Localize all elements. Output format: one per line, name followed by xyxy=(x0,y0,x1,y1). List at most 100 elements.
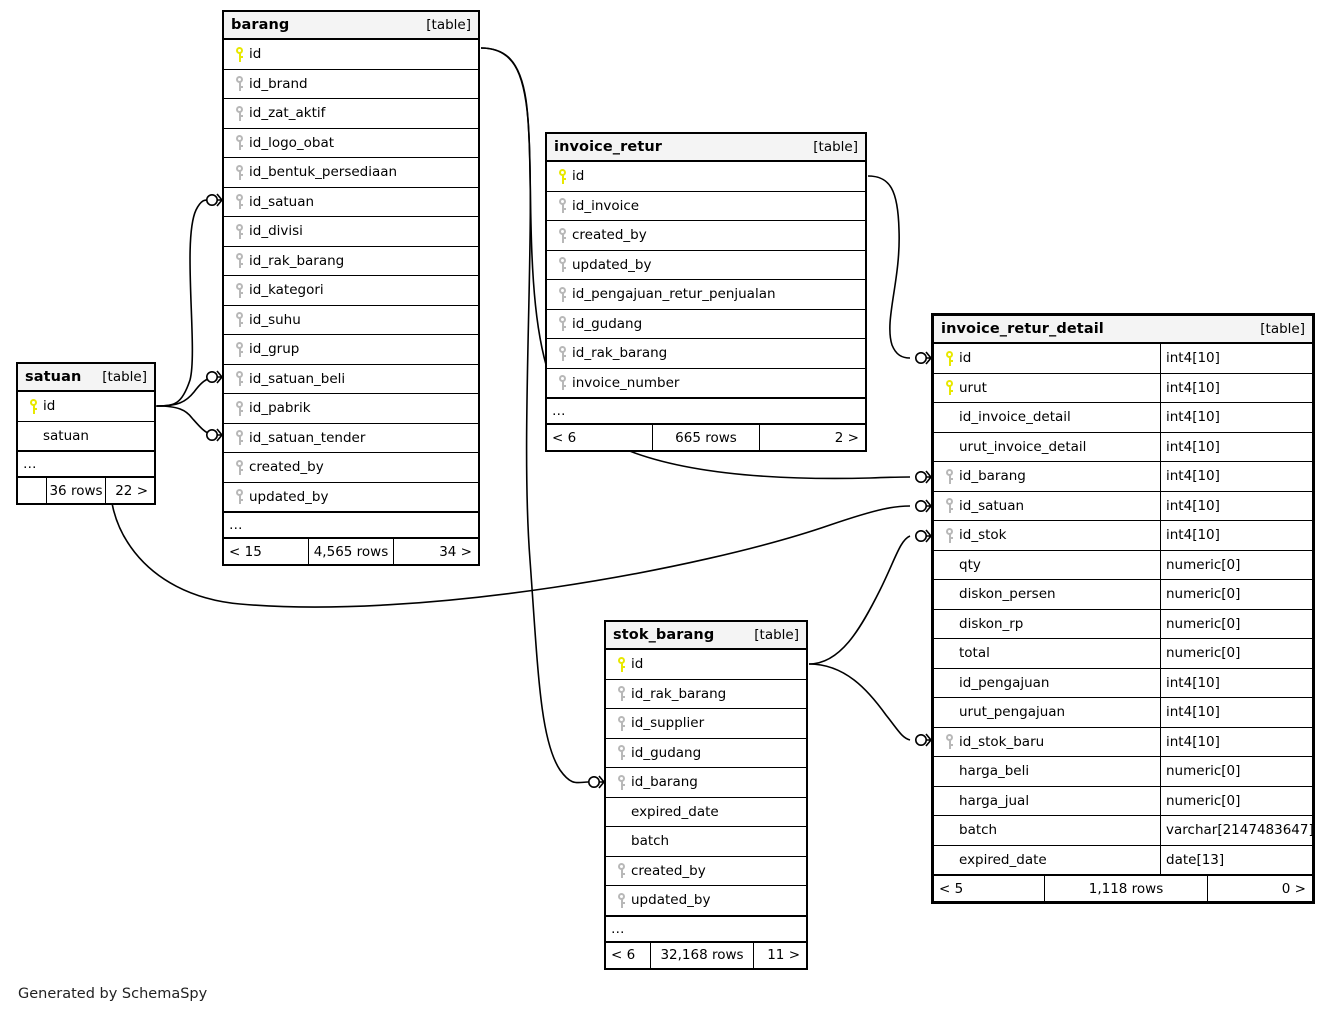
column-row[interactable]: batch xyxy=(606,827,806,857)
next-tables-count[interactable]: 0 > xyxy=(1281,880,1306,897)
column-row[interactable]: created_by xyxy=(606,857,806,886)
column-type-cell: date[13] xyxy=(1160,845,1312,874)
foreign-key-icon xyxy=(612,715,631,731)
column-row[interactable]: expired_date xyxy=(606,798,806,827)
crowfoot-ird-id xyxy=(914,351,932,365)
foreign-key-icon xyxy=(940,734,959,750)
column-label: urut xyxy=(959,379,987,396)
column-row[interactable]: id_satuan_tender xyxy=(224,424,478,453)
foreign-key-icon xyxy=(230,223,249,239)
next-tables-count[interactable]: 11 > xyxy=(767,947,800,963)
column-row[interactable]: urut_invoice_detail int4[10] xyxy=(934,432,1312,462)
column-row[interactable]: id_grup xyxy=(224,335,478,365)
column-row[interactable]: satuan xyxy=(18,422,154,451)
column-row[interactable]: id xyxy=(224,40,478,70)
link-invoicereturn-ird-id xyxy=(867,175,911,359)
column-row[interactable]: id_barang xyxy=(606,768,806,798)
column-label: urut_invoice_detail xyxy=(959,438,1087,455)
column-label: id_pengajuan_retur_penjualan xyxy=(572,286,776,303)
column-row[interactable]: id_gudang xyxy=(606,739,806,768)
column-row[interactable]: id_logo_obat xyxy=(224,129,478,158)
column-row[interactable]: created_by xyxy=(224,453,478,483)
prev-tables-count[interactable]: < 6 xyxy=(552,429,577,446)
column-row[interactable]: id_rak_barang xyxy=(606,680,806,709)
column-label: id_bentuk_persediaan xyxy=(249,164,398,181)
foreign-key-icon xyxy=(230,312,249,328)
prev-tables-count[interactable]: < 15 xyxy=(229,543,262,560)
column-row[interactable]: id xyxy=(547,162,865,192)
column-row[interactable]: id_bentuk_persediaan xyxy=(224,158,478,188)
column-row[interactable]: updated_by xyxy=(606,886,806,916)
foreign-key-icon xyxy=(553,316,572,332)
foreign-key-icon xyxy=(230,371,249,387)
prev-tables-count[interactable]: < 6 xyxy=(611,947,636,963)
column-row[interactable]: invoice_number xyxy=(547,369,865,398)
column-row[interactable]: id_pabrik xyxy=(224,394,478,424)
foreign-key-icon xyxy=(230,105,249,121)
column-row[interactable]: id_gudang xyxy=(547,310,865,339)
foreign-key-icon xyxy=(612,774,631,790)
column-row[interactable]: id xyxy=(18,392,154,422)
column-name-cell: id_supplier xyxy=(606,709,806,738)
column-name-cell: id_gudang xyxy=(606,739,806,768)
foreign-key-icon xyxy=(612,686,631,702)
column-row[interactable]: id_zat_aktif xyxy=(224,99,478,129)
column-row[interactable]: created_by xyxy=(547,221,865,251)
column-row[interactable]: updated_by xyxy=(547,251,865,280)
row-count: 32,168 rows xyxy=(650,942,754,968)
column-row[interactable]: id_suhu xyxy=(224,306,478,335)
next-tables-count[interactable]: 34 > xyxy=(439,543,472,560)
prev-tables-count[interactable] xyxy=(18,478,46,503)
column-row[interactable]: id_satuan_beli xyxy=(224,365,478,394)
column-row[interactable]: id_invoice xyxy=(547,192,865,221)
foreign-key-icon xyxy=(230,400,249,416)
column-row[interactable]: id_rak_barang xyxy=(547,339,865,369)
column-row[interactable]: id_kategori xyxy=(224,276,478,306)
table-name: stok_barang xyxy=(613,627,715,643)
column-row[interactable]: id_pengajuan_retur_penjualan xyxy=(547,280,865,310)
column-row[interactable]: id_brand xyxy=(224,70,478,99)
column-label: diskon_rp xyxy=(959,615,1024,632)
next-tables-count[interactable]: 2 > xyxy=(834,429,859,446)
column-type-cell: int4[10] xyxy=(1160,432,1312,461)
column-row[interactable]: id_supplier xyxy=(606,709,806,739)
column-label: created_by xyxy=(249,459,324,476)
column-label: id xyxy=(572,168,585,185)
foreign-key-icon xyxy=(230,164,249,180)
column-row[interactable]: id_divisi xyxy=(224,217,478,247)
column-name-cell: id xyxy=(547,162,865,191)
column-row[interactable]: id_rak_barang xyxy=(224,247,478,276)
column-row[interactable]: id xyxy=(606,650,806,680)
prev-tables-count[interactable]: < 5 xyxy=(939,880,964,897)
next-tables-count[interactable]: 22 > xyxy=(115,482,148,499)
column-label: expired_date xyxy=(631,803,719,820)
foreign-key-icon xyxy=(940,498,959,514)
column-label: total xyxy=(959,645,990,662)
column-label: id_satuan xyxy=(959,497,1025,514)
column-row[interactable]: updated_by xyxy=(224,483,478,512)
column-row[interactable]: id_satuan xyxy=(224,188,478,217)
